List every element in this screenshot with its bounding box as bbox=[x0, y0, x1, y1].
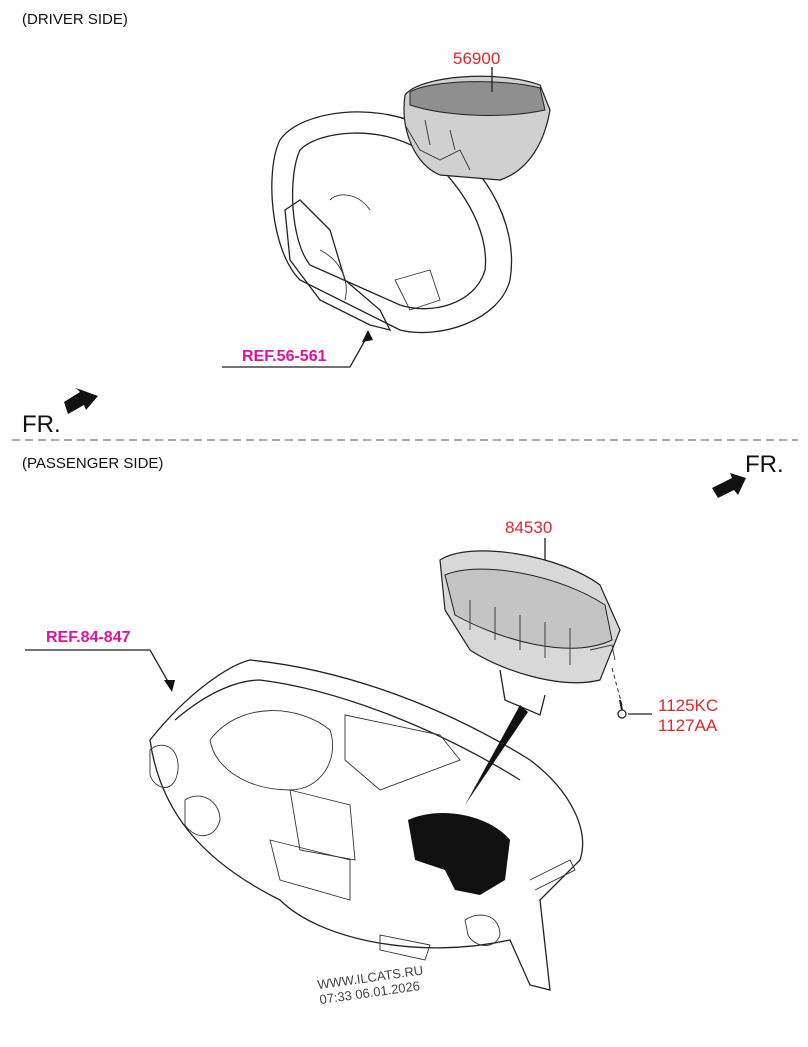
part-number-84530[interactable]: 84530 bbox=[505, 518, 552, 537]
section-passenger-side: (PASSENGER SIDE) bbox=[22, 455, 163, 472]
bolt-icon bbox=[617, 699, 627, 719]
front-direction-arrow-icon bbox=[64, 388, 98, 414]
part-number-1127aa[interactable]: 1127AA bbox=[658, 716, 718, 735]
ref-56-561-link[interactable]: REF.56-561 bbox=[242, 348, 327, 365]
arrow-head-icon bbox=[362, 330, 373, 342]
part-number-56900[interactable]: 56900 bbox=[453, 49, 500, 68]
front-direction-arrow-icon-passenger bbox=[712, 473, 746, 498]
front-direction-label-passenger: FR. bbox=[745, 451, 784, 478]
leader-line-ref-84-847 bbox=[25, 649, 171, 686]
crash-pad-drawing bbox=[149, 659, 584, 991]
section-driver-side: (DRIVER SIDE) bbox=[22, 11, 128, 28]
arrow-head-icon-2 bbox=[164, 680, 175, 692]
bolt-guide-line bbox=[611, 667, 623, 706]
passenger-airbag-drawing bbox=[439, 550, 621, 716]
ref-84-847-link[interactable]: REF.84-847 bbox=[46, 629, 131, 646]
driver-airbag-drawing bbox=[403, 75, 551, 181]
watermark: WWW.ILCATS.RU 07:33 06.01.2026 bbox=[316, 963, 424, 1008]
leader-line-ref-56-561 bbox=[222, 334, 369, 368]
part-number-1125kc[interactable]: 1125KC bbox=[658, 696, 718, 715]
steering-wheel-drawing bbox=[271, 111, 513, 334]
front-direction-label-driver: FR. bbox=[22, 411, 61, 438]
